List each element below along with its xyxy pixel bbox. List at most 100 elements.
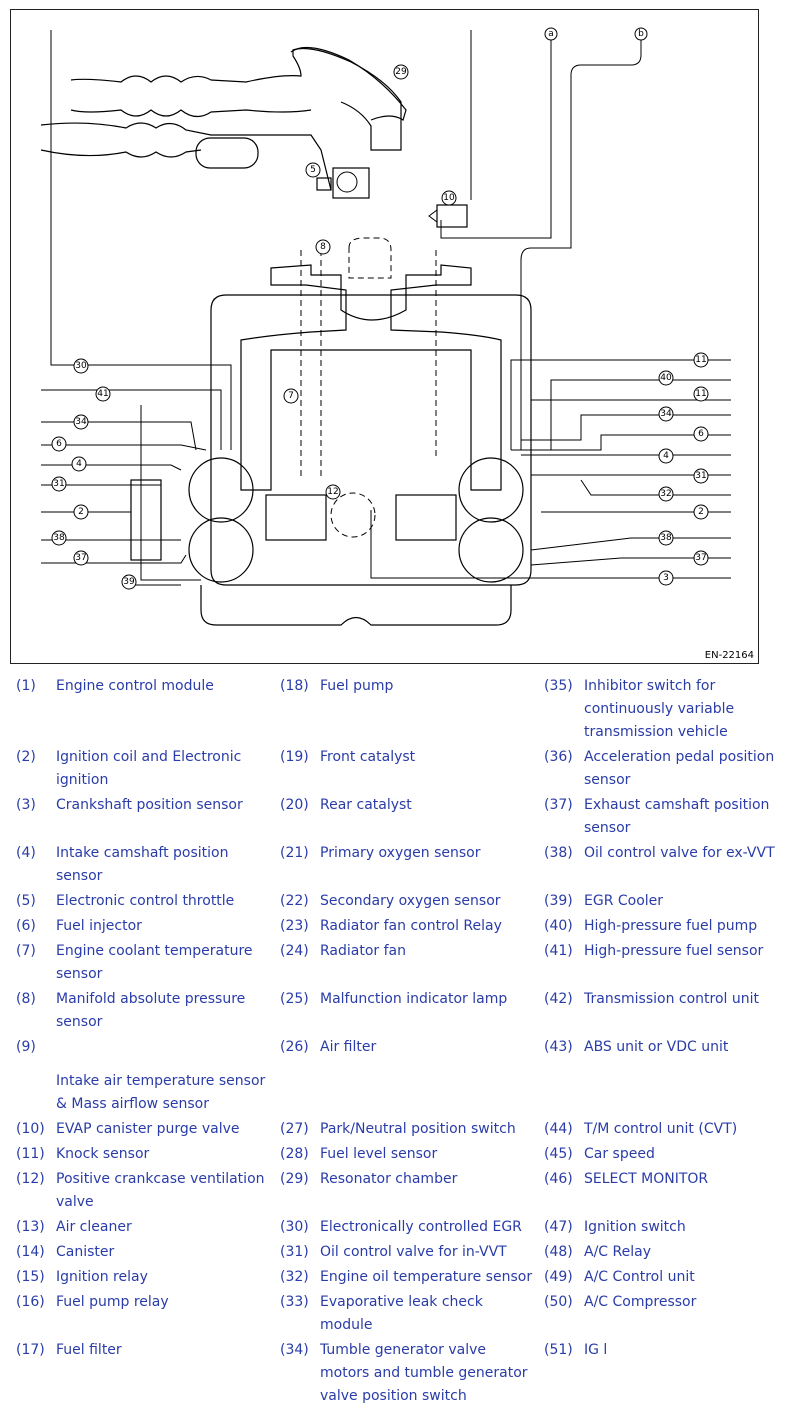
legend-text: Fuel pump relay [56, 1294, 169, 1310]
legend-number: (40) [544, 918, 573, 934]
legend-number: (5) [16, 893, 36, 909]
callout-marker [71, 456, 87, 472]
callout-number: 6 [698, 429, 704, 439]
callout-marker [51, 530, 67, 546]
legend-number: (26) [280, 1039, 309, 1055]
legend-number: (50) [544, 1294, 573, 1310]
callout-marker [73, 550, 89, 566]
legend-number: (13) [16, 1219, 45, 1235]
throttle-body [332, 167, 370, 199]
legend-number: (9) [16, 1039, 36, 1055]
legend-text: Radiator fan control Relay [320, 918, 502, 934]
harness-a [440, 38, 552, 239]
legend-number: (8) [16, 991, 36, 1007]
legend-text: Transmission control unit [584, 991, 759, 1007]
legend-text: Fuel injector [56, 918, 142, 934]
callout-marker [658, 570, 674, 586]
legend-text: Fuel pump [320, 678, 394, 694]
callout-number: 6 [56, 439, 62, 449]
legend-text: High-pressure fuel sensor [584, 943, 764, 959]
legend-row: (16)Fuel pump relay(33)Evaporative leak … [0, 1291, 785, 1339]
legend-number: (49) [544, 1269, 573, 1285]
callout-number: 37 [695, 553, 706, 563]
intake-duct-lower [40, 122, 332, 191]
legend-row: (5)Electronic control throttle(22)Second… [0, 890, 785, 915]
crank-reluctor [330, 492, 376, 538]
engine-outline [210, 294, 532, 586]
callout-number: 11 [695, 389, 706, 399]
legend-number: (19) [280, 749, 309, 765]
legend-number: (15) [16, 1269, 45, 1285]
legend-text: Air cleaner [56, 1219, 132, 1235]
legend-number: (16) [16, 1294, 45, 1310]
intake-duct-upper-inner [70, 109, 312, 118]
legend-text: Positive crankcase ventilation valve [56, 1171, 265, 1210]
callout-marker [393, 64, 409, 80]
callout-marker [51, 476, 67, 492]
legend-text: A/C Control unit [584, 1269, 695, 1285]
legend-text: High-pressure fuel pump [584, 918, 758, 934]
legend-text: Canister [56, 1244, 115, 1260]
legend-number: (48) [544, 1244, 573, 1260]
legend-number: (1) [16, 678, 36, 694]
legend-number: (43) [544, 1039, 573, 1055]
legend-row: (8)Manifold absolute pressure sensor(25)… [0, 988, 785, 1036]
legend-number: (32) [280, 1269, 309, 1285]
legend: (1)Engine control module(18)Fuel pump(35… [0, 675, 785, 1404]
legend-text: Manifold absolute pressure sensor [56, 991, 246, 1030]
callout-number: 30 [75, 361, 87, 371]
legend-number: (18) [280, 678, 309, 694]
intake-manifold [240, 264, 502, 491]
legend-text: A/C Relay [584, 1244, 651, 1260]
callout-number: 32 [660, 489, 671, 499]
callout-number: 3 [663, 573, 669, 583]
legend-row: (12)Positive crankcase ventilation valve… [0, 1168, 785, 1216]
legend-number: (35) [544, 678, 573, 694]
legend-text: Primary oxygen sensor [320, 845, 481, 861]
legend-row: (17)Fuel filter(34)Tumble generator valv… [0, 1339, 785, 1404]
legend-text: Secondary oxygen sensor [320, 893, 501, 909]
legend-text: Evaporative leak check module [320, 1294, 483, 1333]
callout-number: 7 [288, 391, 294, 401]
legend-text: Ignition relay [56, 1269, 148, 1285]
callout-marker [51, 436, 67, 452]
legend-row: (15) Ignition relay (32) Engine oil tempera… [0, 1266, 785, 1291]
legend-text: SELECT MONITOR [584, 1171, 709, 1187]
legend-number: (4) [16, 845, 36, 861]
legend-text: Radiator fan [320, 943, 406, 959]
port-a-label: a [548, 29, 554, 39]
legend-row: (4)Intake camshaft position sensor(21)Pr… [0, 842, 785, 890]
callout-marker [693, 550, 709, 566]
legend-text: Inhibitor switch for continuously variab… [584, 678, 735, 740]
legend-row: (14)Canister(31)Oil control valve for in… [0, 1241, 785, 1266]
legend-text: Engine oil temperature sensor [320, 1269, 533, 1285]
legend-row: (13)Air cleaner(30)Electronically contro… [0, 1216, 785, 1241]
legend-text: Exhaust camshaft position sensor [584, 797, 770, 836]
callout-number: 34 [660, 409, 672, 419]
legend-text: EGR Cooler [584, 893, 664, 909]
legend-number: (28) [280, 1146, 309, 1162]
legend-text: A/C Compressor [584, 1294, 697, 1310]
callout-number: 4 [663, 451, 669, 461]
callout-marker [693, 386, 709, 402]
harness-b [520, 38, 642, 450]
callout-marker [305, 162, 321, 178]
legend-number: (36) [544, 749, 573, 765]
legend-number: (22) [280, 893, 309, 909]
legend-number: (45) [544, 1146, 573, 1162]
legend-row: (7)Engine coolant temperature sensor(24)… [0, 940, 785, 988]
callout-marker [658, 406, 674, 422]
legend-row: (9)(26)Air filter(43)ABS unit or VDC uni… [0, 1036, 785, 1070]
legend-text: Fuel filter [56, 1342, 122, 1358]
callout-number: 29 [395, 67, 407, 77]
callout-marker [658, 486, 674, 502]
callout-number: 8 [320, 242, 326, 252]
callout-number: 12 [327, 487, 338, 497]
legend-text: Fuel level sensor [320, 1146, 438, 1162]
legend-text: Malfunction indicator lamp [320, 991, 508, 1007]
port-b-marker [634, 27, 648, 41]
legend-number: (23) [280, 918, 309, 934]
callout-marker [283, 388, 299, 404]
legend-row: (6)Fuel injector(23)Radiator fan control… [0, 915, 785, 940]
callout-marker [693, 468, 709, 484]
